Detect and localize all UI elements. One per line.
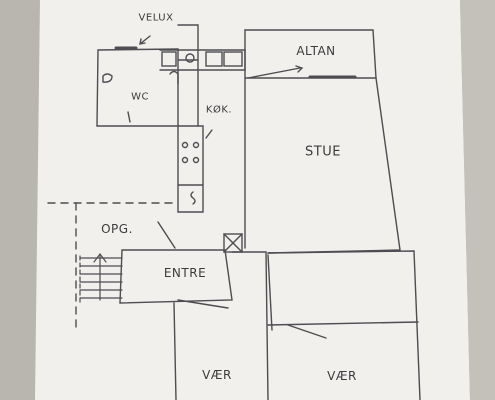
kok-label: KØK. [205, 104, 233, 116]
vm-box [161, 51, 177, 67]
wc-door-mark [127, 111, 131, 123]
paper-shadow-right [460, 0, 495, 400]
corridor-wall [231, 251, 269, 400]
wc-sink [169, 70, 179, 85]
altan-label: ALTAN [296, 44, 336, 58]
sink-s-mark [190, 191, 196, 205]
stue-label: STUE [305, 144, 341, 160]
right-room-door [287, 324, 327, 339]
opg-label: OPG. [101, 222, 133, 236]
entre-walls [119, 249, 233, 304]
right-room-divider [267, 321, 419, 326]
vaer-left-label: VÆR [202, 368, 232, 382]
altan-door-mark [247, 67, 301, 79]
wc-label: WC [131, 91, 149, 103]
velux-arrow [139, 35, 151, 45]
paper-background [35, 0, 470, 400]
entre-label: ENTRE [163, 266, 207, 280]
staircase [79, 253, 123, 303]
kok-arrow [205, 129, 213, 139]
utility-column [177, 24, 199, 127]
boiler-circle [185, 53, 195, 63]
left-room-wall [173, 302, 177, 400]
entre-door [177, 299, 229, 309]
altan-walls [244, 29, 377, 79]
opg-arrow [157, 221, 176, 249]
right-room-walls [267, 250, 421, 400]
wc-toilet [102, 73, 113, 83]
tt-box [205, 51, 223, 67]
km-box [223, 51, 243, 67]
velux-label: VELUX [138, 12, 174, 24]
vaer-right-label: VÆR [327, 369, 357, 383]
kitchen-counter [177, 125, 204, 213]
